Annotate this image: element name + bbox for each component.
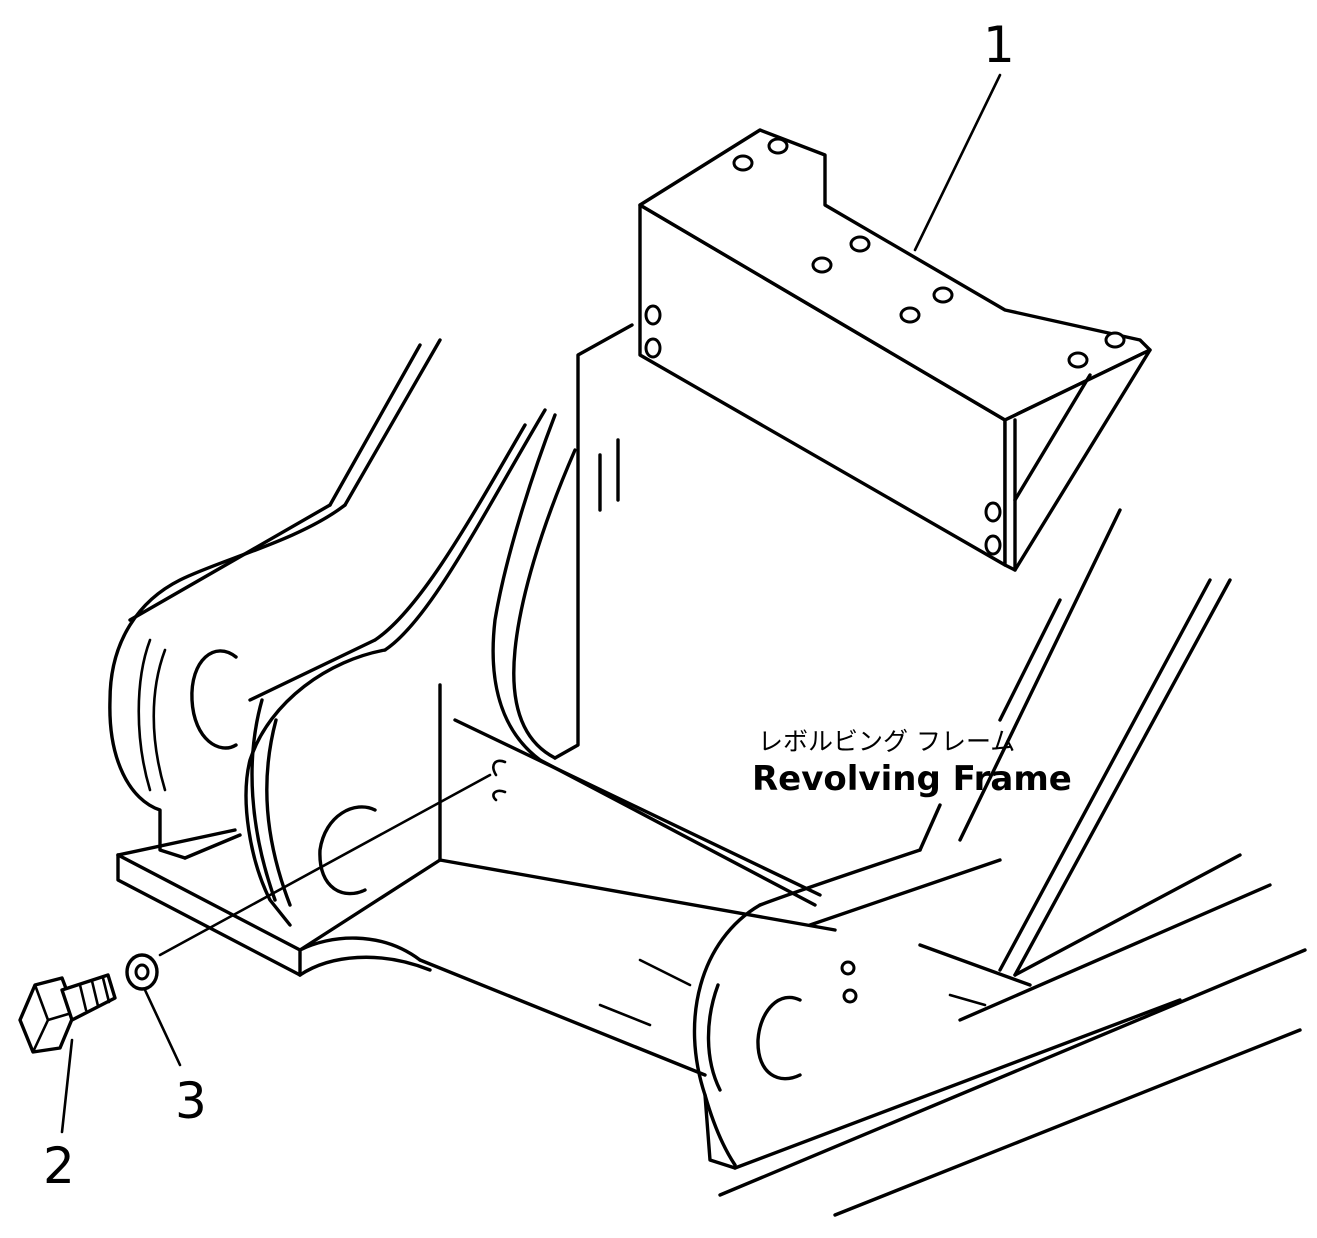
- right-bracket: [598, 508, 1307, 1217]
- revolving-frame: [108, 323, 1307, 1217]
- center-panel: [298, 323, 837, 1077]
- frame-label-japanese: レボルビング フレーム: [758, 727, 1015, 756]
- washer-part-3: [125, 953, 159, 991]
- mounting-bracket-part-1: [638, 128, 1152, 572]
- callout-2: 2: [43, 1137, 75, 1195]
- left-boom-bracket: [108, 338, 547, 977]
- frame-label-english: Revolving Frame: [752, 759, 1072, 799]
- bolt-part-2: [18, 973, 117, 1054]
- callout-1: 1: [983, 16, 1015, 74]
- leader-lines: [60, 73, 1002, 1134]
- callout-3: 3: [175, 1072, 207, 1130]
